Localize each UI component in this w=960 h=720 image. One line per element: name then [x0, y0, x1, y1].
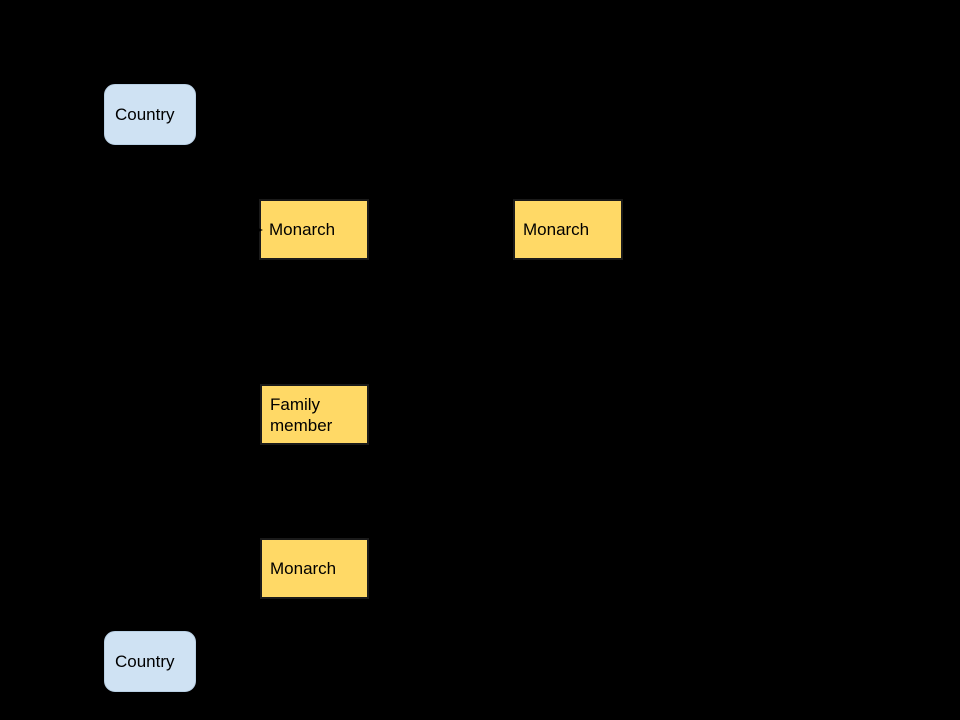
node-label: Monarch: [523, 220, 590, 239]
node-label: Family member: [270, 394, 333, 435]
node-label: Monarch: [269, 220, 336, 239]
node-monarch-top-left[interactable]: Monarch: [259, 199, 369, 260]
arrowhead-right-icon: [253, 226, 263, 234]
node-label: Country: [115, 652, 175, 671]
node-family-member[interactable]: Family member: [260, 384, 369, 445]
node-country-bottom[interactable]: Country: [104, 631, 196, 692]
node-country-top[interactable]: Country: [104, 84, 196, 145]
node-label: Country: [115, 105, 175, 124]
node-monarch-top-right[interactable]: Monarch: [513, 199, 623, 260]
node-monarch-bottom[interactable]: Monarch: [260, 538, 369, 599]
node-label: Monarch: [270, 559, 337, 578]
